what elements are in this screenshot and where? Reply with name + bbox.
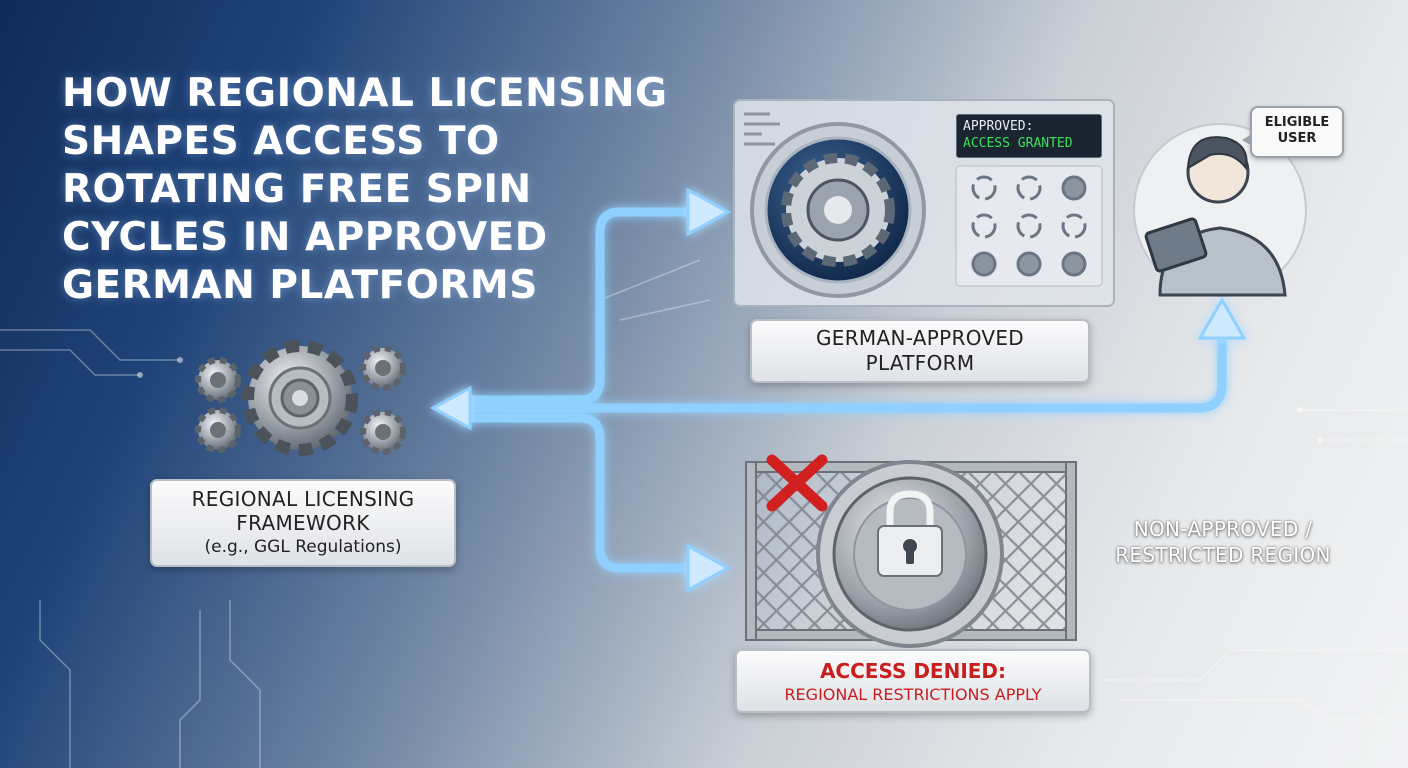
framework-line-3: (e.g., GGL Regulations)	[204, 537, 402, 557]
access-granted-status: APPROVED: ACCESS GRANTED	[956, 114, 1102, 158]
arrowhead-platform	[686, 187, 732, 237]
framework-line-2: FRAMEWORK	[236, 511, 370, 535]
restricted-region-text: NON-APPROVED / RESTRICTED REGION	[1088, 516, 1358, 568]
framework-line-1: REGIONAL LICENSING	[191, 487, 415, 511]
bubble-line-2: USER	[1277, 131, 1317, 146]
page-title: HOW REGIONAL LICENSING SHAPES ACCESS TO …	[62, 71, 668, 308]
arrowhead-user	[1197, 297, 1247, 340]
arrow-to-framework	[450, 325, 1227, 413]
bubble-line-1: ELIGIBLE	[1264, 115, 1330, 130]
region-line-2: RESTRICTED REGION	[1115, 543, 1331, 567]
region-line-1: NON-APPROVED /	[1133, 517, 1313, 541]
platform-line-2: PLATFORM	[865, 351, 975, 375]
arrow-to-restricted	[465, 413, 695, 573]
denied-line-2: REGIONAL RESTRICTIONS APPLY	[784, 685, 1042, 704]
status-line-approved: APPROVED:	[963, 119, 1034, 134]
arrowhead-left	[429, 385, 472, 431]
arrowhead-restricted	[686, 543, 732, 593]
spin-grid	[971, 175, 1087, 277]
platform-line-1: GERMAN-APPROVED	[815, 326, 1024, 350]
flow-arrows	[450, 207, 1227, 573]
platform-panel	[733, 99, 1115, 307]
eligible-user-icon	[1133, 123, 1307, 297]
circuit-traces	[0, 259, 1408, 768]
spin-dial-icon	[750, 122, 926, 298]
denied-line-1: ACCESS DENIED:	[819, 659, 1007, 683]
arrow-to-platform	[465, 207, 695, 405]
lock-dial-icon	[816, 460, 1004, 648]
gear-cluster-icon	[195, 340, 406, 456]
eligible-user-bubble: ELIGIBLE USER	[1242, 106, 1344, 158]
padlock-icon	[877, 490, 943, 577]
access-denied-label: ACCESS DENIED: REGIONAL RESTRICTIONS APP…	[735, 649, 1091, 713]
status-line-granted: ACCESS GRANTED	[963, 136, 1073, 151]
platform-label: GERMAN-APPROVED PLATFORM	[750, 319, 1090, 383]
denied-x-icon	[766, 454, 828, 512]
restricted-vault	[745, 454, 1077, 648]
framework-label: REGIONAL LICENSING FRAMEWORK (e.g., GGL …	[150, 479, 456, 567]
